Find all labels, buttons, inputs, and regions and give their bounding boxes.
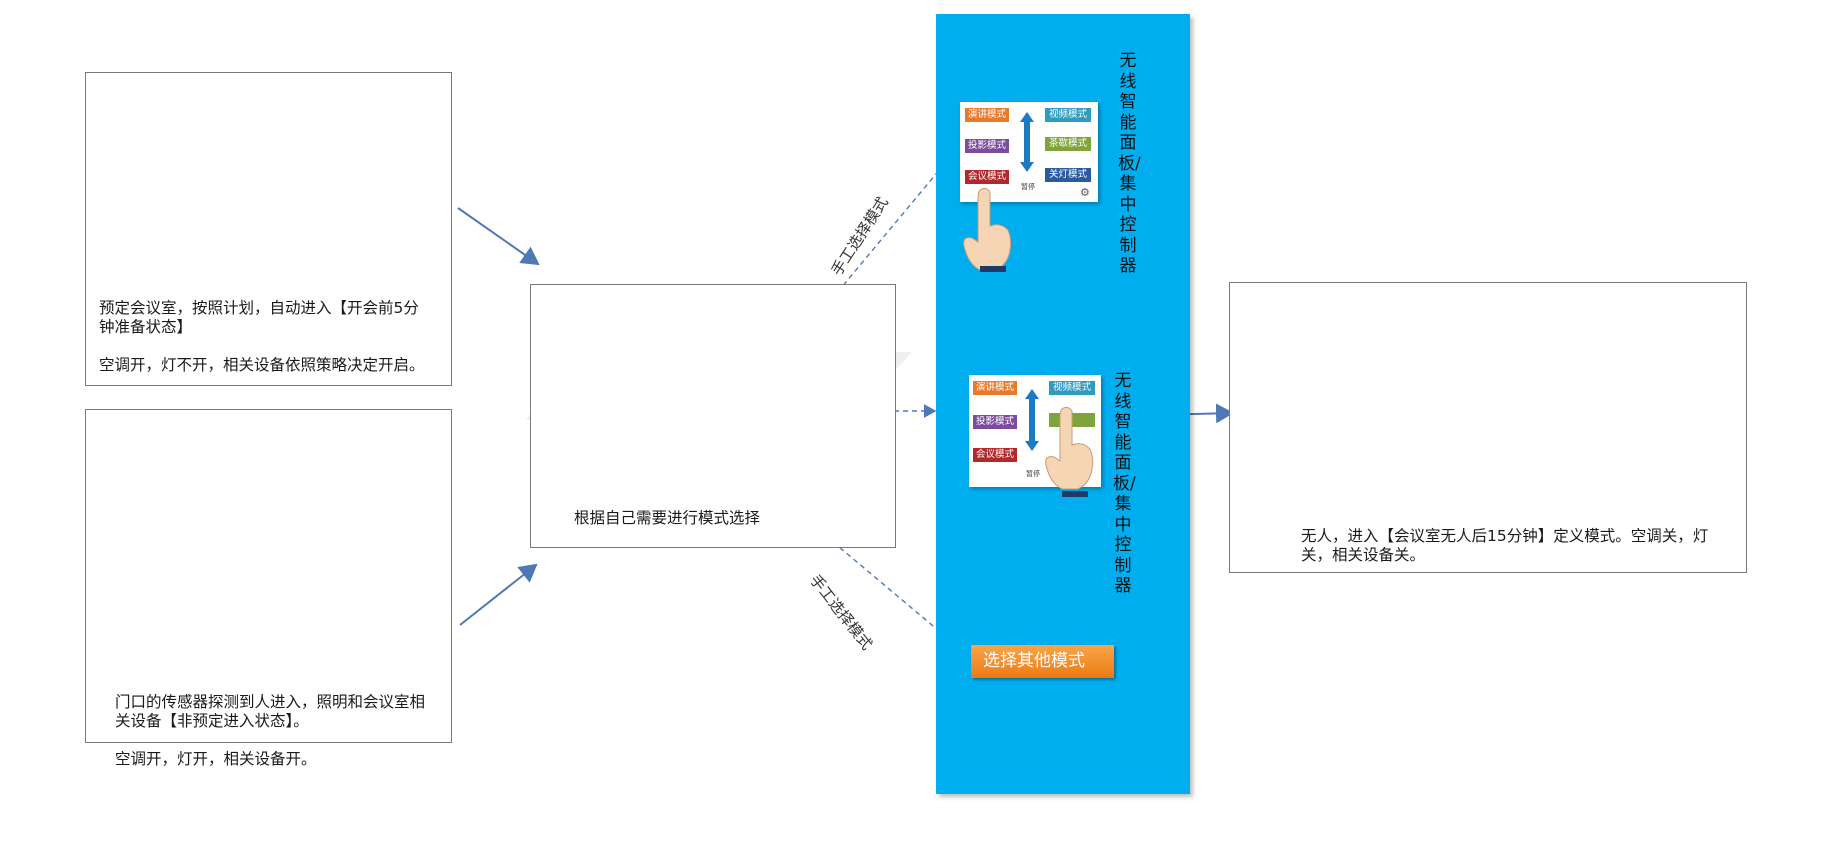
select-description: 根据自己需要进行模式选择 (574, 509, 761, 527)
arrow-unbooked-to-select (459, 563, 538, 626)
select-other-mode-button[interactable]: 选择其他模式 (971, 645, 1114, 678)
panel-mid-updown-arrow-icon (1025, 389, 1039, 451)
dashed-line-top (825, 148, 957, 307)
dashed-line-bottom (825, 535, 966, 653)
panel-top-btn-tea[interactable]: 茶歇模式 (1045, 137, 1091, 151)
gear-icon[interactable]: ⚙ (1080, 186, 1090, 199)
booked-description: 预定会议室，按照计划，自动进入【开会前5分钟准备状态】 空调开，灯不开，相关设备… (99, 280, 429, 375)
unbooked-description: 门口的传感器探测到人进入，照明和会议室相关设备【非预定进入状态】。 空调开，灯开… (115, 674, 437, 769)
control-label-bottom: 无线智能面板/集中控制器 (1113, 371, 1136, 596)
panel-top-btn-lights-off[interactable]: 关灯模式 (1045, 168, 1091, 182)
panel-top-btn-speech[interactable]: 演讲模式 (965, 108, 1009, 122)
panel-top-pause-label[interactable]: 暂停 (1021, 183, 1035, 191)
scenario-box-empty (1229, 282, 1747, 573)
control-label-top: 无线智能面板/集中控制器 (1118, 51, 1141, 276)
empty-description: 无人，进入【会议室无人后15分钟】定义模式。空调关，灯关，相关设备关。 (1301, 527, 1709, 564)
panel-mid-pause-label[interactable]: 暂停 (1026, 470, 1040, 478)
panel-mid-btn-meeting[interactable]: 会议模式 (973, 448, 1017, 462)
panel-top-btn-meeting[interactable]: 会议模式 (965, 170, 1009, 184)
scenario-box-unbooked (85, 409, 452, 743)
scenario-box-select (530, 284, 896, 548)
panel-top-btn-video[interactable]: 视频模式 (1045, 108, 1091, 122)
unbooked-line-2: 空调开，灯开，相关设备开。 (115, 750, 317, 768)
panel-top-updown-arrow-icon (1020, 112, 1034, 172)
pointing-hand-icon-top (963, 187, 1012, 272)
pointing-hand-icon-middle (1045, 406, 1094, 497)
booked-line-2: 空调开，灯不开，相关设备依照策略决定开启。 (99, 356, 425, 374)
panel-top-btn-projection[interactable]: 投影模式 (965, 139, 1009, 153)
smart-panel-top: 演讲模式 投影模式 会议模式 视频模式 茶歇模式 关灯模式 暂停 ⚙ (960, 102, 1098, 202)
panel-mid-btn-projection[interactable]: 投影模式 (973, 415, 1017, 429)
arrow-booked-to-select (457, 207, 540, 266)
panel-mid-btn-video[interactable]: 视频模式 (1049, 381, 1095, 395)
scenario-box-booked (85, 72, 452, 386)
unbooked-line-1: 门口的传感器探测到人进入，照明和会议室相关设备【非预定进入状态】。 (115, 693, 426, 730)
booked-line-1: 预定会议室，按照计划，自动进入【开会前5分钟准备状态】 (99, 299, 419, 336)
panel-mid-btn-speech[interactable]: 演讲模式 (973, 381, 1017, 395)
